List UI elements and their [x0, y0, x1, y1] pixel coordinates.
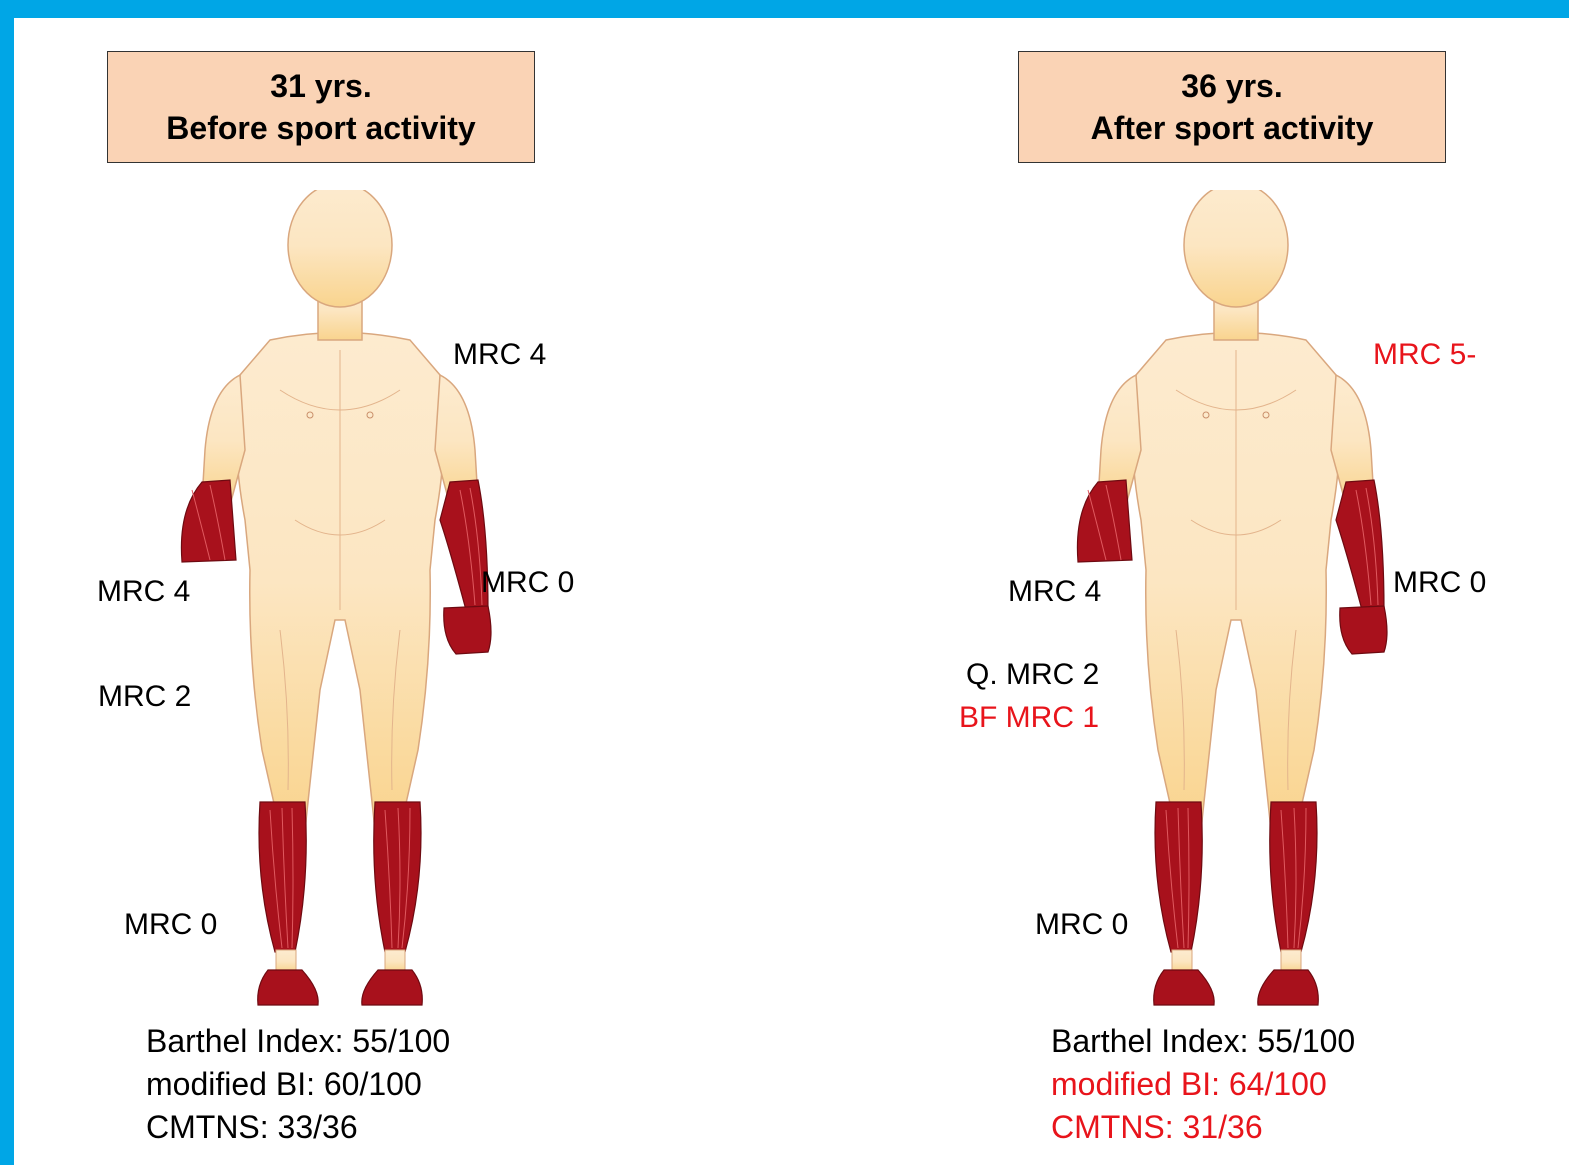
before-forearm-label: MRC 4 — [97, 575, 190, 609]
before-barthel: Barthel Index: 55/100 — [146, 1020, 450, 1063]
before-shoulder-label: MRC 4 — [453, 338, 546, 372]
after-cmtns: CMTNS: 31/36 — [1051, 1106, 1355, 1149]
after-subtitle: After sport activity — [1091, 107, 1374, 149]
after-scores: Barthel Index: 55/100 modified BI: 64/10… — [1051, 1020, 1355, 1149]
lower-leg-left — [1270, 802, 1317, 952]
hand-left — [444, 606, 491, 654]
after-shoulder-label: MRC 5- — [1373, 338, 1476, 372]
ankle-left — [1281, 950, 1301, 972]
before-subtitle: Before sport activity — [166, 107, 475, 149]
forearm-left — [1336, 480, 1384, 610]
before-modified-bi: modified BI: 60/100 — [146, 1063, 450, 1106]
ankle-right — [1172, 950, 1192, 972]
foot-right — [258, 970, 318, 1005]
after-forearm-label: MRC 4 — [1008, 575, 1101, 609]
hand-left — [1340, 606, 1387, 654]
head — [288, 190, 392, 307]
after-biceps-femoris-label: BF MRC 1 — [959, 701, 1099, 735]
after-label-box: 36 yrs. After sport activity — [1018, 51, 1446, 163]
before-age: 31 yrs. — [270, 65, 371, 107]
header-accent-bar — [0, 0, 1569, 18]
after-age: 36 yrs. — [1181, 65, 1282, 107]
after-barthel: Barthel Index: 55/100 — [1051, 1020, 1355, 1063]
lower-leg-left — [374, 802, 421, 952]
after-hand-label: MRC 0 — [1393, 566, 1486, 600]
before-hand-label: MRC 0 — [481, 566, 574, 600]
after-lowerleg-label: MRC 0 — [1035, 908, 1128, 942]
before-scores: Barthel Index: 55/100 modified BI: 60/10… — [146, 1020, 450, 1149]
foot-left — [362, 970, 422, 1005]
forearm-right — [1077, 480, 1132, 562]
ankle-right — [276, 950, 296, 972]
before-lowerleg-label: MRC 0 — [124, 908, 217, 942]
before-thigh-label: MRC 2 — [98, 680, 191, 714]
ankle-left — [385, 950, 405, 972]
foot-left — [1258, 970, 1318, 1005]
body-figure-before — [170, 190, 510, 1010]
body-figure-after — [1066, 190, 1406, 1010]
forearm-right — [181, 480, 236, 562]
after-modified-bi: modified BI: 64/100 — [1051, 1063, 1355, 1106]
after-quadriceps-label: Q. MRC 2 — [966, 658, 1099, 692]
foot-right — [1154, 970, 1214, 1005]
head — [1184, 190, 1288, 307]
left-accent-bar — [0, 0, 14, 1165]
before-cmtns: CMTNS: 33/36 — [146, 1106, 450, 1149]
before-label-box: 31 yrs. Before sport activity — [107, 51, 535, 163]
